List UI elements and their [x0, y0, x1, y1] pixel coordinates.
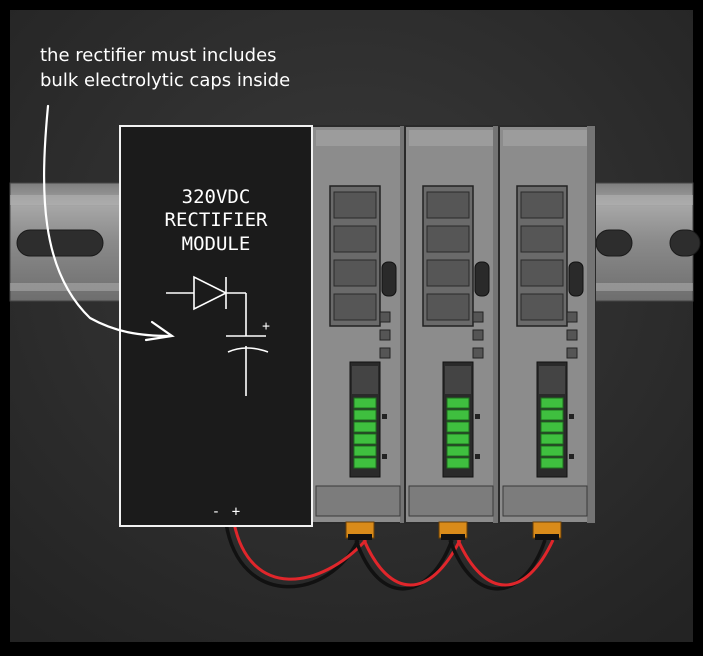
green-terminal-pin — [446, 445, 470, 457]
green-terminal-pin — [540, 397, 564, 409]
indicator-dot — [569, 454, 574, 459]
module-side — [587, 126, 595, 523]
module-top-cap — [316, 130, 404, 146]
green-terminal-pin — [540, 421, 564, 433]
module-top-cap — [503, 130, 591, 146]
screw-icon — [472, 311, 484, 323]
module-bottom-cap — [315, 485, 401, 517]
green-terminal-pin — [446, 457, 470, 469]
latch-icon — [474, 261, 490, 297]
black-wire — [354, 539, 454, 591]
green-terminal-pin — [540, 445, 564, 457]
vent-slot — [333, 259, 377, 287]
terminal-minus-label: - — [212, 504, 220, 520]
black-wire — [448, 539, 547, 591]
rectifier-title-line2: RECTIFIER — [165, 209, 269, 231]
green-terminal-pin — [353, 457, 377, 469]
drive-module-3 — [498, 125, 596, 540]
connector-base — [441, 534, 465, 540]
green-terminal-pin — [446, 433, 470, 445]
red-wire — [362, 539, 462, 587]
vent-slot — [333, 293, 377, 321]
green-terminal-pin — [446, 397, 470, 409]
module-top-cap — [409, 130, 497, 146]
rectifier-title-line3: MODULE — [182, 233, 251, 255]
rail-slot — [669, 229, 701, 257]
green-terminal-pin — [446, 409, 470, 421]
rail-slot — [595, 229, 633, 257]
connector-base — [348, 534, 372, 540]
diode-symbol-icon — [166, 275, 247, 336]
latch-icon — [568, 261, 584, 297]
screw-icon — [379, 329, 391, 341]
vent-slot — [426, 225, 470, 253]
vent-slot — [520, 293, 564, 321]
hand-drawn-arrow-icon — [43, 104, 175, 342]
indicator-dot — [382, 414, 387, 419]
terminal-plus-label: + — [232, 504, 240, 520]
green-terminal-pin — [540, 409, 564, 421]
green-terminal-pin — [353, 433, 377, 445]
vent-slot — [333, 191, 377, 219]
terminal-header — [352, 366, 378, 394]
red-wire — [232, 522, 368, 581]
rectifier-module: 320VDC RECTIFIER MODULE + - + — [119, 125, 313, 527]
capacitor-symbol-icon — [226, 335, 269, 396]
screw-icon — [566, 329, 578, 341]
green-terminal-pin — [353, 421, 377, 433]
vent-slot — [520, 191, 564, 219]
terminal-header — [445, 366, 471, 394]
green-terminal-pin — [540, 457, 564, 469]
vent-slot — [520, 259, 564, 287]
screw-icon — [566, 311, 578, 323]
screw-icon — [472, 347, 484, 359]
green-terminal-pin — [446, 421, 470, 433]
vent-slot — [333, 225, 377, 253]
screw-icon — [379, 347, 391, 359]
wiring — [224, 522, 555, 591]
latch-icon — [381, 261, 397, 297]
green-terminal-pin — [353, 409, 377, 421]
red-wire — [456, 539, 555, 587]
indicator-dot — [382, 454, 387, 459]
connector-base — [535, 534, 559, 540]
vent-slot — [520, 225, 564, 253]
green-terminal-pin — [540, 433, 564, 445]
indicator-dot — [475, 414, 480, 419]
module-bottom-cap — [502, 485, 588, 517]
rail-slot — [16, 229, 104, 257]
vent-slot — [426, 293, 470, 321]
screw-icon — [566, 347, 578, 359]
annotation-line1: the rectifier must includes — [40, 45, 277, 66]
module-side — [493, 126, 501, 523]
drive-module-1 — [311, 125, 409, 540]
drive-modules — [311, 125, 596, 540]
green-terminal-pin — [353, 445, 377, 457]
indicator-dot — [569, 414, 574, 419]
drive-module-2 — [404, 125, 502, 540]
screw-icon — [472, 329, 484, 341]
module-bottom-cap — [408, 485, 494, 517]
screw-icon — [379, 311, 391, 323]
vent-slot — [426, 259, 470, 287]
rectifier-title-line1: 320VDC — [182, 186, 251, 208]
indicator-dot — [475, 454, 480, 459]
green-terminal-pin — [353, 397, 377, 409]
vent-slot — [426, 191, 470, 219]
capacitor-plus-label: + — [262, 319, 270, 334]
annotation-line2: bulk electrolytic caps inside — [40, 70, 290, 91]
terminal-header — [539, 366, 565, 394]
